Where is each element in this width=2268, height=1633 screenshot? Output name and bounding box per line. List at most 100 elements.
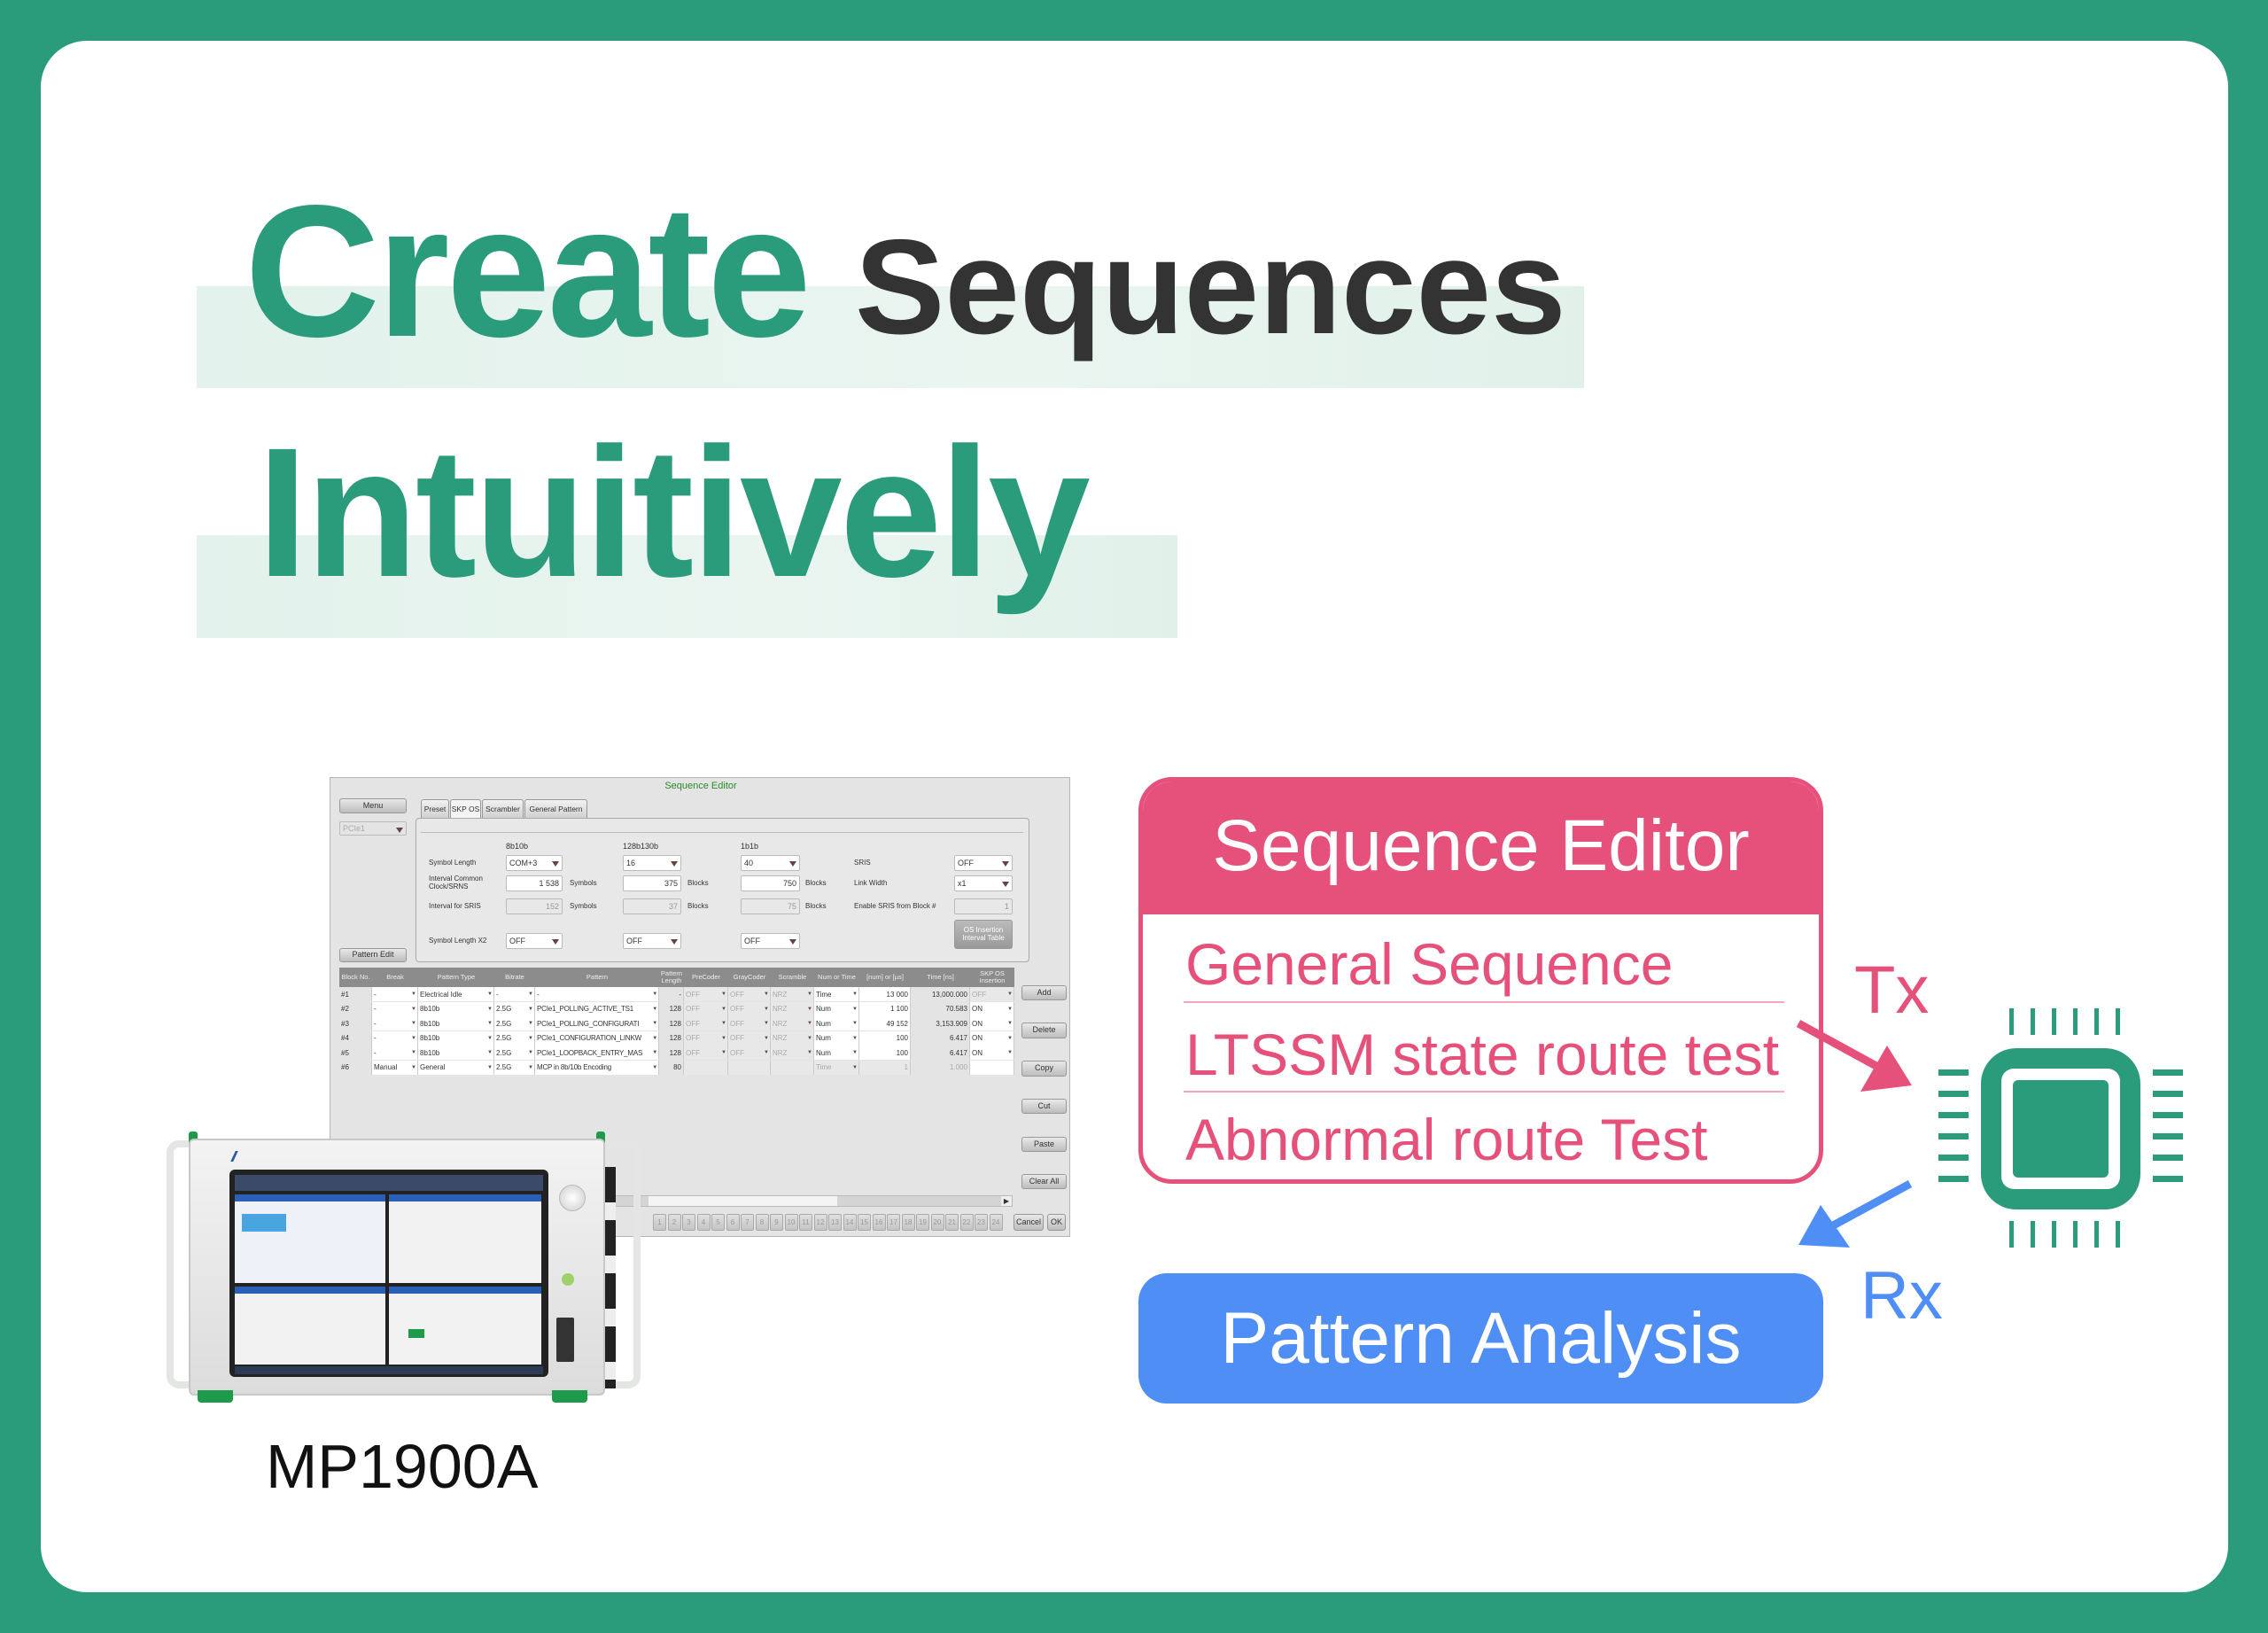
dropdown-arrow-icon[interactable]: ▼	[487, 1035, 493, 1041]
dropdown-arrow-icon[interactable]: ▼	[721, 991, 726, 997]
cancel-button[interactable]: Cancel	[1014, 1214, 1044, 1231]
dropdown-arrow-icon[interactable]: ▼	[807, 1035, 812, 1041]
tab-skp-os[interactable]: SKP OS	[450, 799, 481, 818]
symbol-length-x2-128b130b-select[interactable]: OFF	[623, 933, 681, 949]
table-cell[interactable]: OFF▼	[684, 1046, 728, 1060]
dropdown-arrow-icon[interactable]: ▼	[652, 1006, 657, 1012]
dropdown-arrow-icon[interactable]: ▼	[852, 991, 858, 997]
ok-button[interactable]: OK	[1047, 1214, 1066, 1231]
symbol-length-128b130b-select[interactable]: 16	[623, 855, 681, 871]
table-cell[interactable]: ON▼	[970, 1001, 1014, 1016]
dropdown-arrow-icon[interactable]: ▼	[652, 1064, 657, 1070]
table-cell[interactable]: 2.5G▼	[494, 1030, 535, 1046]
sris-select[interactable]: OFF	[954, 855, 1013, 871]
dropdown-arrow-icon[interactable]: ▼	[487, 1021, 493, 1026]
dropdown-arrow-icon[interactable]: ▼	[807, 1021, 812, 1026]
table-cell[interactable]: 1 100	[859, 1001, 911, 1016]
dropdown-arrow-icon[interactable]: ▼	[721, 1021, 726, 1026]
table-cell[interactable]: -▼	[494, 987, 535, 1001]
dropdown-arrow-icon[interactable]: ▼	[1007, 1035, 1013, 1041]
link-width-select[interactable]: x1	[954, 875, 1013, 891]
table-cell[interactable]: OFF▼	[970, 987, 1014, 1001]
page-button[interactable]: 15	[858, 1214, 871, 1231]
dropdown-arrow-icon[interactable]: ▼	[528, 1064, 533, 1070]
page-button[interactable]: 21	[945, 1214, 959, 1231]
table-cell[interactable]: Manual▼	[372, 1060, 418, 1075]
interface-select[interactable]: PCIe1	[339, 821, 407, 836]
page-button[interactable]: 24	[989, 1214, 1003, 1231]
cut-button[interactable]: Cut	[1021, 1099, 1067, 1114]
paste-button[interactable]: Paste	[1021, 1137, 1067, 1152]
table-cell[interactable]: MCP in 8b/10b Encoding▼	[535, 1060, 659, 1075]
table-cell[interactable]: Time▼	[814, 1060, 859, 1075]
dropdown-arrow-icon[interactable]: ▼	[487, 991, 493, 997]
dropdown-arrow-icon[interactable]: ▼	[528, 1035, 533, 1041]
table-cell[interactable]: PCIe1_POLLING_ACTIVE_TS1▼	[535, 1001, 659, 1016]
table-cell[interactable]: OFF▼	[728, 1046, 771, 1060]
table-cell[interactable]: 100	[859, 1030, 911, 1046]
dropdown-arrow-icon[interactable]: ▼	[852, 1064, 858, 1070]
table-cell[interactable]: OFF▼	[684, 1001, 728, 1016]
table-cell[interactable]: OFF▼	[684, 987, 728, 1001]
page-button[interactable]: 19	[916, 1214, 929, 1231]
dropdown-arrow-icon[interactable]: ▼	[852, 1006, 858, 1012]
page-button[interactable]: 23	[975, 1214, 988, 1231]
page-button[interactable]: 8	[755, 1214, 769, 1231]
table-cell[interactable]: -▼	[372, 1016, 418, 1030]
page-button[interactable]: 16	[872, 1214, 886, 1231]
symbol-length-x2-1b1b-select[interactable]: OFF	[741, 933, 800, 949]
table-cell[interactable]: -▼	[372, 1001, 418, 1016]
table-cell[interactable]: NRZ▼	[771, 1001, 814, 1016]
table-cell[interactable]: -▼	[535, 987, 659, 1001]
copy-button[interactable]: Copy	[1021, 1061, 1067, 1077]
page-button[interactable]: 4	[696, 1214, 711, 1231]
table-cell[interactable]: NRZ▼	[771, 987, 814, 1001]
dropdown-arrow-icon[interactable]: ▼	[1007, 1021, 1013, 1026]
interval-common-1b1b-input[interactable]: 750	[741, 875, 800, 891]
dropdown-arrow-icon[interactable]: ▼	[652, 1050, 657, 1055]
table-cell[interactable]: 8b10b▼	[418, 1030, 494, 1046]
symbol-length-1b1b-select[interactable]: 40	[741, 855, 800, 871]
dropdown-arrow-icon[interactable]: ▼	[721, 1006, 726, 1012]
dropdown-arrow-icon[interactable]: ▼	[411, 1064, 416, 1070]
table-cell[interactable]: 2.5G▼	[494, 1016, 535, 1030]
dropdown-arrow-icon[interactable]: ▼	[487, 1006, 493, 1012]
dropdown-arrow-icon[interactable]: ▼	[807, 1050, 812, 1055]
dropdown-arrow-icon[interactable]: ▼	[411, 1021, 416, 1026]
dropdown-arrow-icon[interactable]: ▼	[652, 991, 657, 997]
dropdown-arrow-icon[interactable]: ▼	[764, 991, 769, 997]
dropdown-arrow-icon[interactable]: ▼	[764, 1006, 769, 1012]
table-cell[interactable]: Num▼	[814, 1001, 859, 1016]
dropdown-arrow-icon[interactable]: ▼	[852, 1021, 858, 1026]
scroll-right-arrow-icon[interactable]: ▶	[1001, 1196, 1012, 1206]
table-cell[interactable]: OFF▼	[684, 1016, 728, 1030]
table-cell[interactable]: Num▼	[814, 1016, 859, 1030]
dropdown-arrow-icon[interactable]: ▼	[1007, 1050, 1013, 1055]
dropdown-arrow-icon[interactable]: ▼	[721, 1050, 726, 1055]
page-button[interactable]: 2	[667, 1214, 681, 1231]
table-cell[interactable]: -▼	[372, 1046, 418, 1060]
delete-button[interactable]: Delete	[1021, 1023, 1067, 1038]
table-cell[interactable]: OFF▼	[728, 1016, 771, 1030]
table-cell[interactable]: 2.5G▼	[494, 1060, 535, 1075]
dropdown-arrow-icon[interactable]: ▼	[411, 991, 416, 997]
table-cell[interactable]: 8b10b▼	[418, 1001, 494, 1016]
dropdown-arrow-icon[interactable]: ▼	[487, 1064, 493, 1070]
table-cell[interactable]: Num▼	[814, 1046, 859, 1060]
tab-preset[interactable]: Preset	[421, 799, 449, 818]
dropdown-arrow-icon[interactable]: ▼	[411, 1035, 416, 1041]
dropdown-arrow-icon[interactable]: ▼	[528, 991, 533, 997]
table-cell[interactable]: NRZ▼	[771, 1046, 814, 1060]
page-button[interactable]: 14	[843, 1214, 857, 1231]
dropdown-arrow-icon[interactable]: ▼	[852, 1050, 858, 1055]
page-button[interactable]: 3	[682, 1214, 695, 1231]
table-cell[interactable]: OFF▼	[728, 1001, 771, 1016]
page-button[interactable]: 22	[959, 1214, 974, 1231]
page-button[interactable]: 7	[741, 1214, 754, 1231]
clear-all-button[interactable]: Clear All	[1021, 1174, 1067, 1189]
table-cell[interactable]: Time▼	[814, 987, 859, 1001]
page-button[interactable]: 13	[828, 1214, 842, 1231]
dropdown-arrow-icon[interactable]: ▼	[652, 1035, 657, 1041]
dropdown-arrow-icon[interactable]: ▼	[807, 1006, 812, 1012]
table-cell[interactable]: 2.5G▼	[494, 1001, 535, 1016]
